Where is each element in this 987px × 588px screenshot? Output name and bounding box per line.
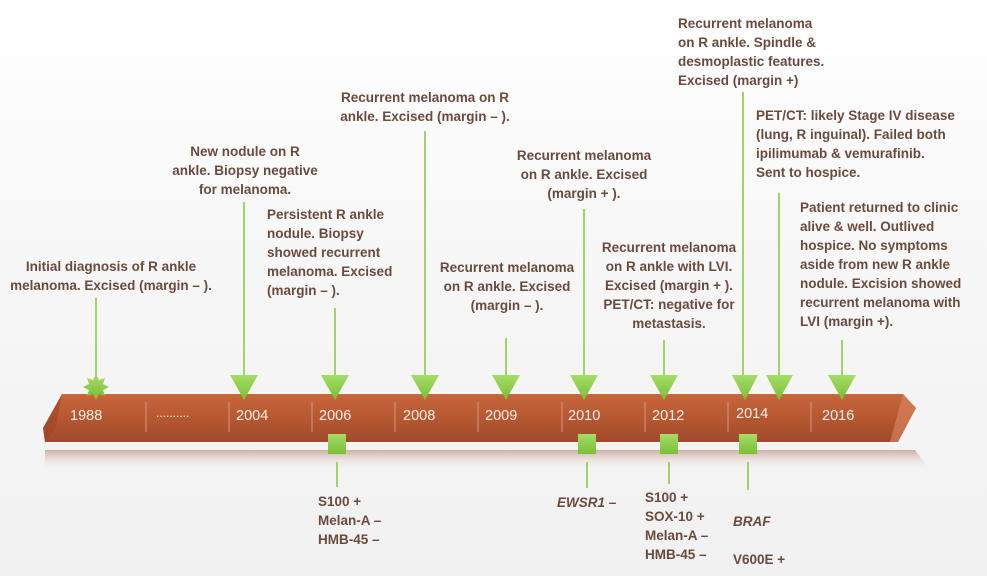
year-gap-label: .......... [156, 406, 190, 420]
marker-results-2012: S100 + SOX-10 + Melan-A – HMB-45 – [645, 490, 709, 562]
arrow-down-icon [766, 375, 793, 400]
event-description-2006: Persistent R ankle nodule. Biopsy showed… [267, 207, 393, 298]
arrow-down-icon [828, 375, 856, 400]
timeline-bar [43, 394, 916, 442]
timeline-bar-end-left [43, 394, 62, 442]
timeline-bar-reflection [45, 450, 930, 470]
arrow-down-icon [230, 375, 258, 400]
event-description-2009: Recurrent melanoma on R ankle. Excised (… [439, 260, 575, 313]
year-label: 2006 [319, 408, 352, 424]
event-description-2014b: PET/CT: likely Stage IV disease (lung, R… [756, 108, 955, 180]
year-label: 2008 [403, 408, 436, 424]
arrow-down-icon [650, 375, 678, 400]
timeline-graphic [43, 92, 930, 490]
event-description-2010: Recurrent melanoma on R ankle. Excised (… [516, 148, 652, 201]
square-icon [660, 434, 678, 454]
arrow-down-icon [732, 375, 758, 400]
arrow-down-icon [492, 375, 520, 400]
square-icon [578, 434, 596, 454]
square-icon [328, 434, 346, 454]
marker-results-2010: EWSR1 – [557, 495, 617, 510]
marker-results-2014: BRAF V600E + [733, 493, 823, 588]
year-label: 2004 [236, 408, 269, 424]
starburst-icon [83, 374, 109, 400]
event-description-2008: Recurrent melanoma on R ankle. Excised (… [340, 90, 510, 124]
gene-name: BRAF [733, 514, 771, 529]
arrow-markers [230, 375, 856, 400]
event-description-2012: Recurrent melanoma on R ankle with LVI. … [601, 240, 737, 331]
year-label: 1988 [70, 408, 103, 424]
square-icon [739, 434, 757, 454]
arrow-down-icon [570, 375, 598, 400]
event-description-2016: Patient returned to clinic alive & well.… [800, 200, 962, 329]
year-label: 2016 [822, 408, 855, 424]
mutation-result: V600E + [733, 552, 786, 567]
square-markers [328, 434, 757, 490]
year-label: 2010 [568, 408, 601, 424]
timeline-bar-end-right [890, 394, 916, 442]
connector-lines-above [95, 92, 843, 378]
event-description-1988: Initial diagnosis of R ankle melanoma. E… [10, 259, 212, 293]
arrow-down-icon [411, 375, 439, 400]
year-label: 2009 [485, 408, 518, 424]
year-label: 2014 [736, 406, 769, 422]
event-description-2004: New nodule on R ankle. Biopsy negative f… [172, 144, 318, 197]
event-description-2014a: Recurrent melanoma on R ankle. Spindle &… [678, 16, 825, 88]
year-label: 2012 [652, 408, 685, 424]
arrow-down-icon [321, 375, 349, 400]
timeline-dividers [145, 402, 812, 432]
marker-results-2006: S100 + Melan-A – HMB-45 – [318, 494, 382, 547]
